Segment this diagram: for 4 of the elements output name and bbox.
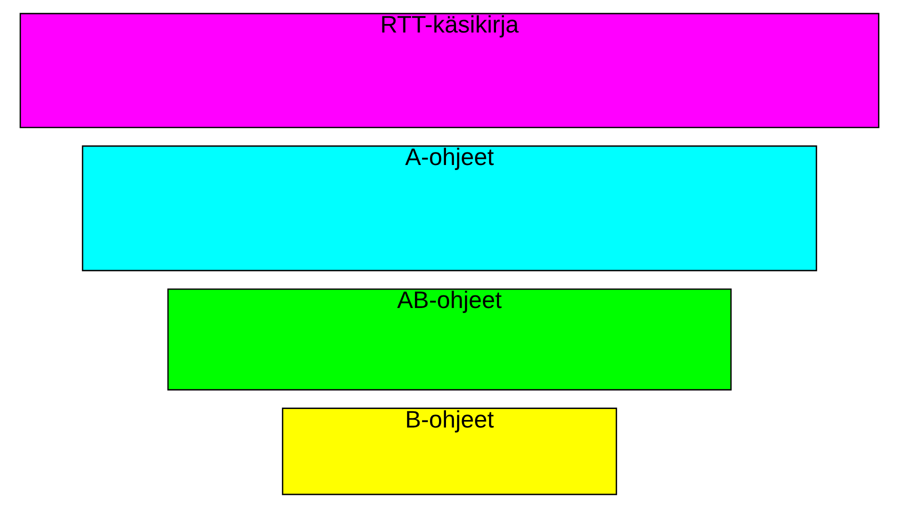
node-box: B-ohjeet: [281, 408, 617, 496]
node-box: AB-ohjeet: [166, 288, 732, 390]
node-box: RTT-käsikirja: [19, 12, 879, 128]
node-box: A-ohjeet: [81, 145, 817, 272]
